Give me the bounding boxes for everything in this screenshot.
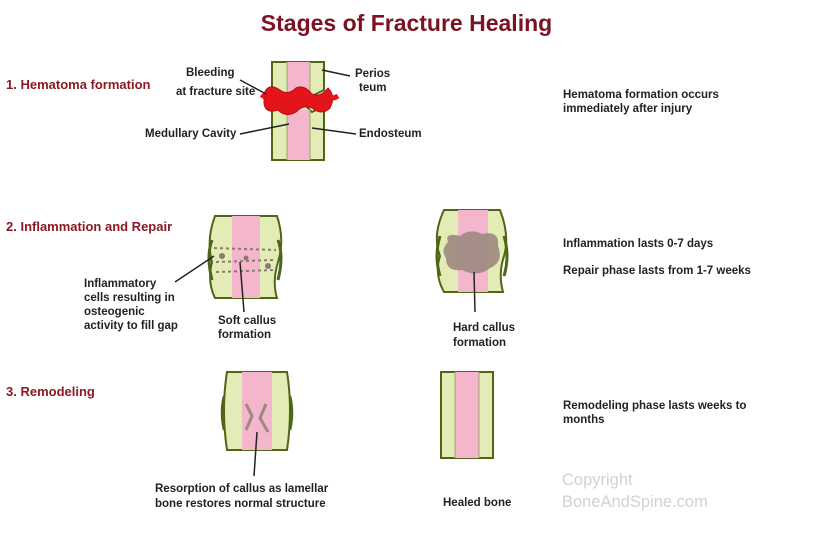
soft-callus-label-line-2: formation [218, 329, 272, 341]
medullary-cavity-label: Medullary Cavity [145, 128, 237, 140]
stage-3-label: 3. Remodeling [6, 384, 95, 399]
copyright-watermark-line-2: BoneAndSpine.com [562, 493, 708, 511]
hard-callus-diagram [435, 209, 509, 293]
inflammatory-cells-label-line-2: cells resulting in [84, 292, 175, 304]
stage-2-label: 2. Inflammation and Repair [6, 219, 173, 234]
soft-callus-diagram [207, 215, 283, 299]
remodeling-note: Remodeling phase lasts weeks to months [563, 400, 747, 426]
inflammatory-cells-label-line-1: Inflammatory [84, 278, 157, 290]
copyright-watermark-line-1: Copyright [562, 471, 633, 489]
soft-callus-label-line-1: Soft callus [218, 315, 277, 327]
repair-note: Repair phase lasts from 1-7 weeks [563, 265, 751, 277]
page-title: Stages of Fracture Healing [260, 10, 553, 36]
hematoma-note: Hematoma formation occurs immediately af… [563, 89, 719, 115]
periosteum-label-line-1: Perios [355, 68, 391, 80]
inflammatory-cells-label-line-3: osteogenic [84, 306, 145, 318]
endosteum-label: Endosteum [359, 128, 422, 140]
stage-1-label: 1. Hematoma formation [6, 77, 151, 92]
healed-bone-label: Healed bone [443, 497, 512, 509]
healed-bone-diagram [440, 371, 494, 459]
bleeding-label-line-1: Bleeding [186, 67, 235, 79]
resorption-label-line-2: bone restores normal structure [155, 498, 326, 510]
inflammation-note: Inflammation lasts 0-7 days [563, 238, 714, 250]
hard-callus-label-line-1: Hard callus [453, 322, 515, 334]
resorption-label-line-1: Resorption of callus as lamellar [155, 483, 329, 495]
periosteum-label-line-2: teum [359, 82, 387, 94]
hematoma-bone-diagram [259, 61, 340, 161]
hard-callus-label-line-2: formation [453, 337, 507, 349]
inflammatory-cells-label-line-4: activity to fill gap [84, 320, 178, 332]
bleeding-label-line-2: at fracture site [176, 86, 256, 98]
